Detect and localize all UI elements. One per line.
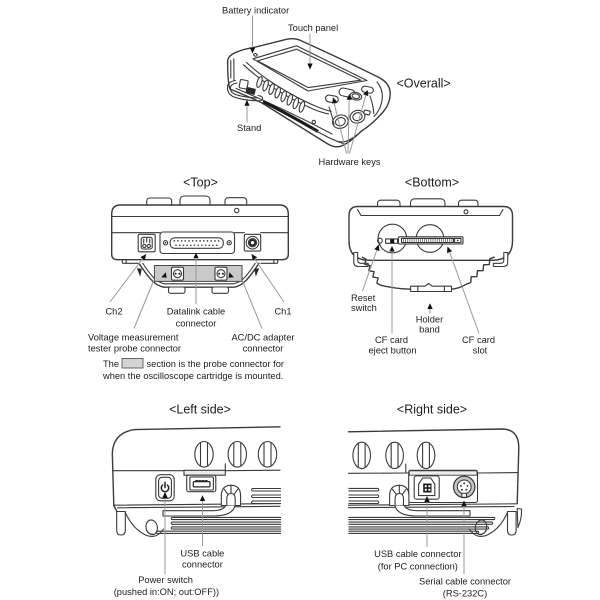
- svg-text:band: band: [419, 325, 440, 335]
- svg-text:Datalink cable: Datalink cable: [167, 307, 225, 317]
- svg-text:Power switch: Power switch: [138, 575, 193, 585]
- svg-text:USB cable: USB cable: [180, 548, 224, 558]
- svg-text:Stand: Stand: [237, 123, 261, 133]
- svg-text:Ch2: Ch2: [105, 307, 122, 317]
- svg-text:<Top>: <Top>: [183, 176, 218, 190]
- svg-text:eject button: eject button: [368, 345, 416, 355]
- svg-text:CF card: CF card: [375, 335, 408, 345]
- svg-text:Voltage measurement: Voltage measurement: [88, 333, 179, 343]
- svg-text:CF card: CF card: [462, 335, 495, 345]
- svg-text:Reset: Reset: [351, 293, 376, 303]
- svg-text:switch: switch: [351, 303, 377, 313]
- svg-text:Holder: Holder: [416, 315, 443, 325]
- svg-text:Ch1: Ch1: [274, 307, 291, 317]
- svg-text:<Bottom>: <Bottom>: [405, 176, 459, 190]
- svg-text:tester probe connector: tester probe connector: [88, 344, 181, 354]
- svg-text:<Right side>: <Right side>: [397, 403, 467, 417]
- svg-text:(for PC connection): (for PC connection): [378, 562, 458, 572]
- svg-text:slot: slot: [473, 345, 488, 355]
- svg-text:connector: connector: [243, 344, 284, 354]
- svg-text:when the oscilloscope cartridg: when the oscilloscope cartridge is mount…: [102, 371, 283, 381]
- svg-text:Touch panel: Touch panel: [288, 23, 338, 33]
- svg-text:AC/DC adapter: AC/DC adapter: [231, 333, 294, 343]
- svg-text:The: The: [103, 359, 119, 369]
- svg-text:(pushed in:ON; out:OFF)): (pushed in:ON; out:OFF)): [114, 587, 219, 597]
- svg-text:<Overall>: <Overall>: [397, 77, 451, 91]
- svg-text:connector: connector: [176, 319, 217, 329]
- svg-text:Hardware keys: Hardware keys: [319, 157, 381, 167]
- svg-text:connector: connector: [182, 560, 223, 570]
- svg-text:Battery indicator: Battery indicator: [222, 6, 289, 16]
- svg-text:(RS-232C): (RS-232C): [443, 589, 487, 599]
- svg-text:Serial cable connector: Serial cable connector: [419, 577, 511, 587]
- svg-text:<Left side>: <Left side>: [169, 403, 231, 417]
- svg-text:section is the probe connector: section is the probe connector for: [147, 359, 284, 369]
- svg-text:USB cable connector: USB cable connector: [374, 549, 461, 559]
